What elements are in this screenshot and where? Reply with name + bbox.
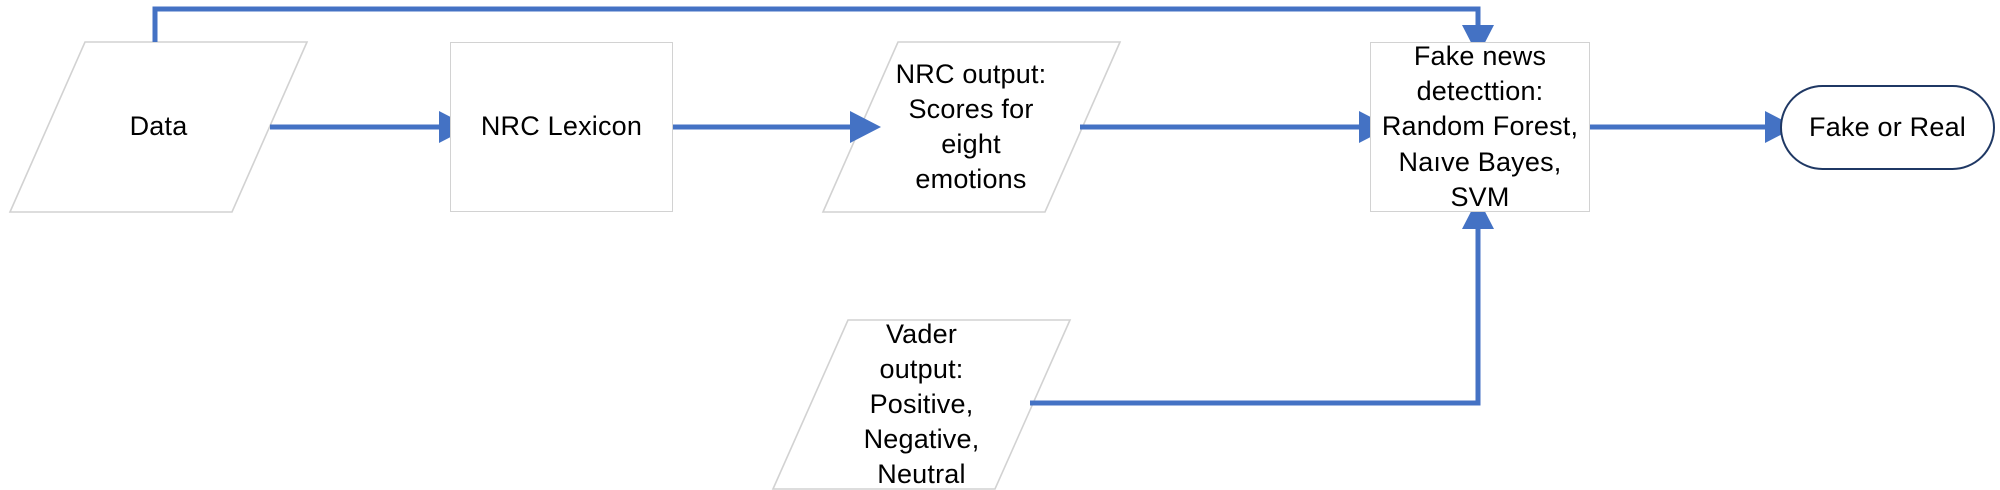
node-nrc-output-label: NRC output: Scores for eight emotions [895,58,1047,195]
node-nrc-lexicon-label: NRC Lexicon [480,111,643,142]
node-nrc-output[interactable]: NRC output: Scores for eight emotions [860,42,1082,212]
node-vader-output[interactable]: Vader output: Positive, Negative, Neutra… [783,318,1060,490]
node-data-label: Data [129,111,188,142]
node-nrc-lexicon[interactable]: NRC Lexicon [450,42,673,212]
node-data[interactable]: Data [10,42,307,212]
connector-data-feedback-to-detection [152,6,1495,56]
node-fake-or-real[interactable]: Fake or Real [1780,85,1995,170]
node-fake-or-real-label: Fake or Real [1809,111,1966,142]
connector-vader-to-detection [1030,198,1494,406]
node-fake-news-detection-label: Fake news detecttion: Random Forest, Naı… [1381,41,1579,212]
node-vader-output-label: Vader output: Positive, Negative, Neutra… [863,318,980,490]
node-fake-news-detection[interactable]: Fake news detecttion: Random Forest, Naı… [1370,41,1590,212]
